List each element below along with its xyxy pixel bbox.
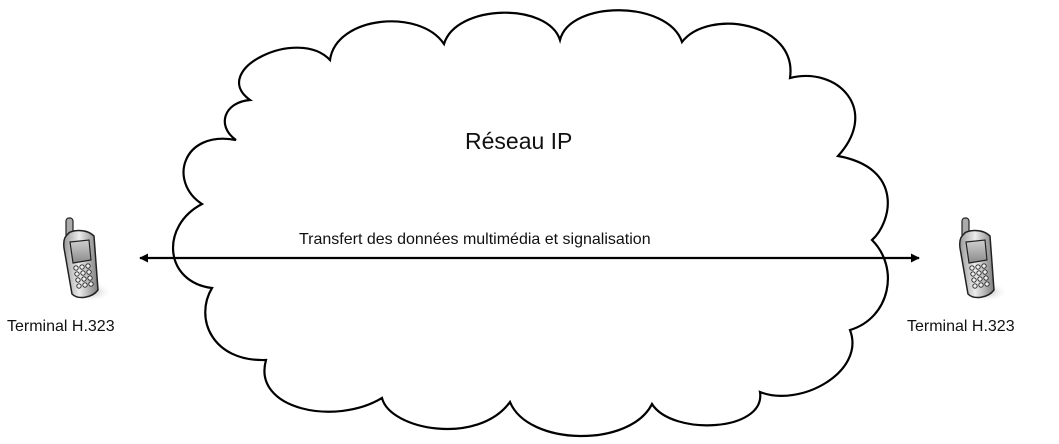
terminal-label-right: Terminal H.323 <box>907 318 1015 335</box>
mobile-phone-icon <box>62 217 113 303</box>
link-label: Transfert des données multimédia et sign… <box>299 231 651 248</box>
ip-network-cloud <box>171 9 889 438</box>
terminal-label-left: Terminal H.323 <box>7 318 115 335</box>
network-label: Réseau IP <box>465 128 573 154</box>
mobile-phone-icon <box>958 217 1009 303</box>
